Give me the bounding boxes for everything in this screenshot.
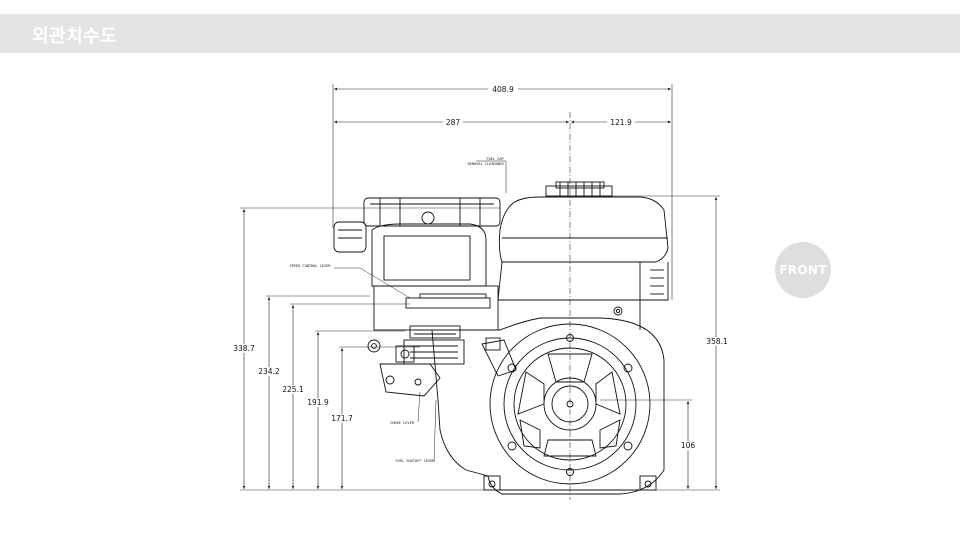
front-label: FRONT [779,263,827,277]
dim-height-total: 338.7 [233,344,255,353]
callout-speed-control: SPEED CONTROL LEVER [289,264,331,268]
front-badge: FRONT [775,242,831,298]
dim-left-width: 287 [446,118,461,127]
callout-leaders [334,160,507,463]
vertical-dimensions [242,197,718,489]
dim-shaft-height: 106 [681,441,696,450]
page-title: 외관치수도 [32,26,118,47]
dim-right-width: 121.9 [610,118,632,127]
dim-height-3: 225.1 [282,385,304,394]
callout-fuel-cap-1: FUEL CAP [486,157,503,161]
engine-outline [333,181,669,495]
dim-height-5: 171.7 [331,414,353,423]
dim-overall-width: 408.9 [492,85,514,94]
dim-height-4: 191.9 [307,398,329,407]
header-bar: 외관치수도 [0,14,960,53]
dim-height-2: 234.2 [258,367,280,376]
dim-height-right: 358.1 [706,337,728,346]
extension-lines [240,84,720,500]
callout-fuel-shutoff: FUEL SHUTOFF LEVER [396,459,436,463]
callout-choke: CHOKE LEVER [390,421,415,425]
callout-fuel-cap-2: REMOVAL CLEARANCE [468,162,505,166]
